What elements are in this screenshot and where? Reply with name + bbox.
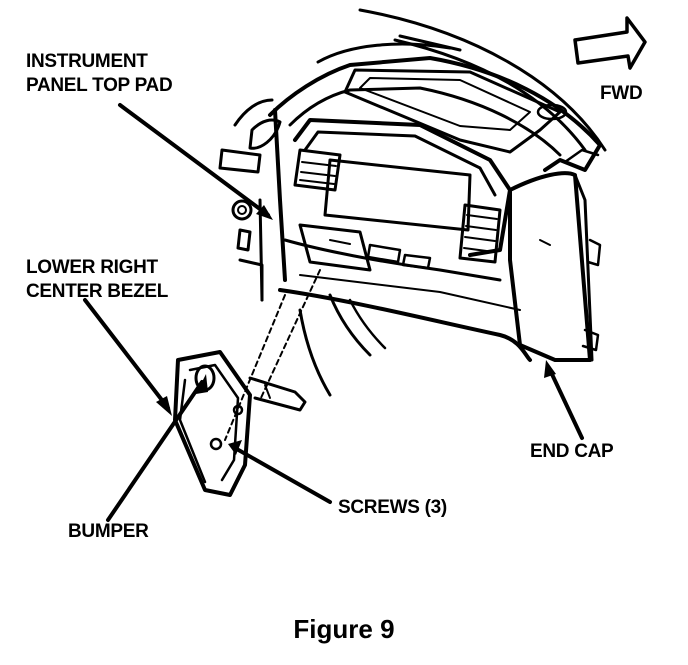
label-screws: SCREWS (3) xyxy=(338,496,447,520)
instrument-panel-top-pad xyxy=(268,56,602,172)
label-line: BUMPER xyxy=(68,521,149,542)
leader-arrowheads xyxy=(156,205,556,455)
label-instrument-panel-top-pad: INSTRUMENT PANEL TOP PAD xyxy=(26,50,173,98)
leader-end-cap xyxy=(548,368,584,440)
leader-instrument-panel xyxy=(118,103,270,217)
lower-right-center-bezel-part xyxy=(173,350,307,497)
label-line: LOWER RIGHT xyxy=(26,257,158,278)
figure-caption: Figure 9 xyxy=(293,614,395,644)
leader-screws xyxy=(233,446,332,504)
instrument-cluster xyxy=(293,118,512,264)
leader-lines xyxy=(83,103,584,522)
label-lower-right-center-bezel: LOWER RIGHT CENTER BEZEL xyxy=(26,256,168,304)
fwd-arrow-icon xyxy=(573,16,647,70)
left-dash-section xyxy=(218,98,287,302)
label-line: END CAP xyxy=(530,441,614,462)
lower-dash xyxy=(278,223,532,397)
end-cap-assembly xyxy=(508,171,602,362)
label-bumper: BUMPER xyxy=(68,520,149,544)
label-end-cap: END CAP xyxy=(530,440,614,464)
leader-bumper xyxy=(106,380,204,522)
alignment-lines xyxy=(224,269,321,441)
leader-lower-bezel xyxy=(83,298,170,410)
label-line: CENTER BEZEL xyxy=(26,281,169,302)
label-line: FWD xyxy=(600,83,643,104)
label-line: INSTRUMENT xyxy=(26,51,148,72)
label-line: PANEL TOP PAD xyxy=(26,75,173,96)
label-fwd: FWD xyxy=(600,82,643,106)
label-line: SCREWS (3) xyxy=(338,497,447,518)
